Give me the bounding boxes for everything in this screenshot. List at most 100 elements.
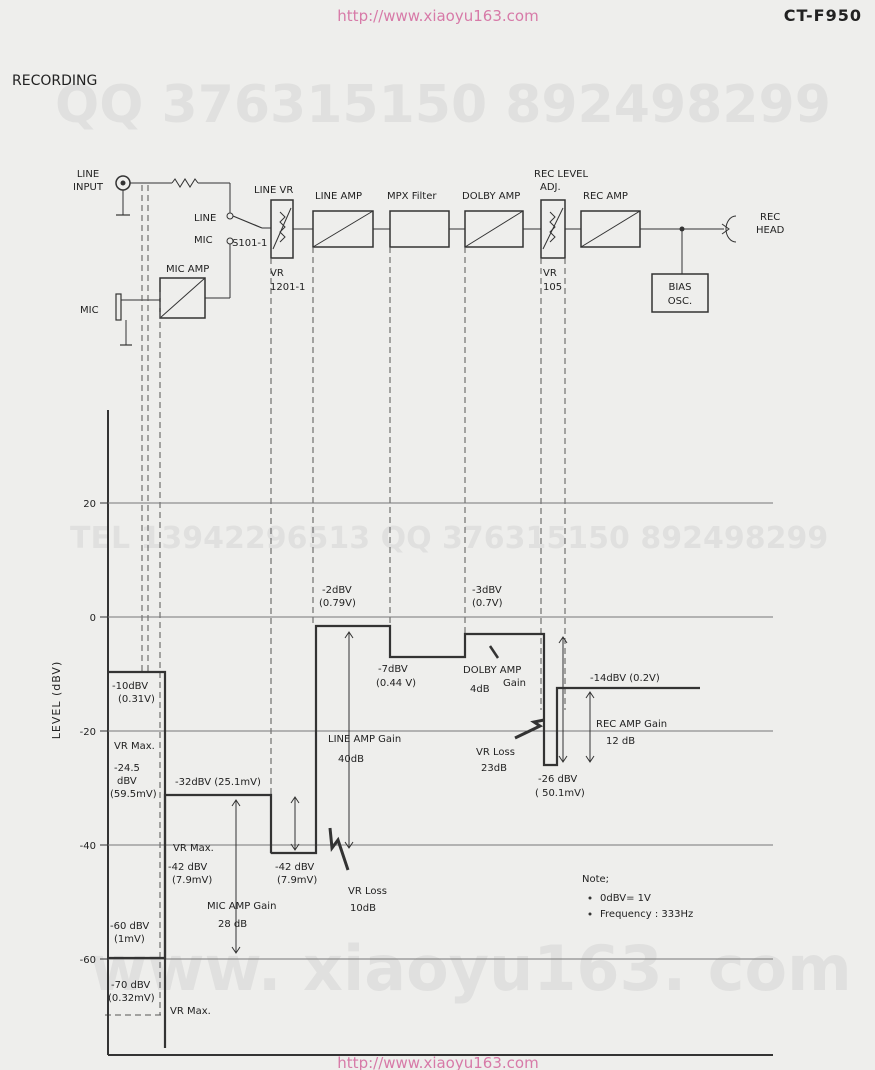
ann-3dbv: -3dBV: [472, 585, 502, 596]
ann-7dbv-volts: (0.44 V): [376, 678, 416, 689]
ann-26dbv: -26 dBV: [538, 774, 577, 785]
y-tick-label: 0: [90, 613, 96, 624]
switch-id-label: S101-1: [232, 238, 267, 249]
y-tick-label: -60: [80, 955, 96, 966]
mic-amp-label: MIC AMP: [166, 264, 209, 275]
y-tick-label: -20: [80, 727, 96, 738]
ann-60dbv: -60 dBV: [110, 921, 149, 932]
ann-line-input-volts: (0.31V): [118, 694, 155, 705]
ann-line-amp-gain: LINE AMP Gain: [328, 734, 401, 745]
ann-dolby-gain-db: 4dB: [470, 684, 490, 695]
ann-dolby-gain-2: Gain: [503, 678, 526, 689]
ann-vr-loss-2-db: 23dB: [481, 763, 507, 774]
ann-32dbv: -32dBV (25.1mV): [175, 777, 261, 788]
ann-24-5-dbv: dBV: [117, 776, 137, 787]
model-name: CT-F950: [784, 6, 862, 25]
rec-amp-label: REC AMP: [583, 191, 628, 202]
y-axis-label: LEVEL (dBV): [50, 661, 63, 739]
ann-24-5: -24.5: [114, 763, 140, 774]
bias-label: BIAS: [669, 282, 692, 293]
rec-head-label-2: HEAD: [756, 225, 785, 236]
line-input-level-trace: [271, 624, 700, 855]
ann-60dbv-mv: (1mV): [114, 934, 145, 945]
ann-vr-loss-2: VR Loss: [476, 747, 515, 758]
y-tick-label: -40: [80, 841, 96, 852]
vr1201-label: VR: [270, 268, 284, 279]
level-chart: 20 0 -20 -40 -60 LEVEL (dBV) -10dBV (0.31V): [50, 410, 773, 1056]
projection-lines: [105, 185, 566, 1016]
section-title: RECORDING: [12, 73, 97, 89]
rec-head-icon: [725, 215, 737, 243]
ann-24-5-mv: (59.5mV): [110, 789, 157, 800]
ann-vr-42dbv: -42 dBV: [275, 862, 314, 873]
ann-vr-loss-1-db: 10dB: [350, 903, 376, 914]
ann-vr-max-2: VR Max.: [173, 843, 214, 854]
watermark-tel: TEL 13942296513 QQ 376315150 892498299: [70, 521, 828, 556]
mic-jack-label: MIC: [80, 305, 99, 316]
vr105-label-2: 105: [543, 282, 562, 293]
note-title: Note;: [582, 874, 609, 885]
ann-dolby-gain: DOLBY AMP: [463, 665, 521, 676]
ann-vr-loss-1: VR Loss: [348, 886, 387, 897]
ann-mic-42dbv-mv: (7.9mV): [172, 875, 212, 886]
ann-7dbv: -7dBV: [378, 664, 408, 675]
vr105-label: VR: [543, 268, 557, 279]
ann-2dbv-volts: (0.79V): [319, 598, 356, 609]
switch-line-label: LINE: [194, 213, 216, 224]
ann-line-amp-gain-db: 40dB: [338, 754, 364, 765]
variable-resistor-icon: [279, 211, 286, 243]
ann-26dbv-mv: ( 50.1mV): [535, 788, 585, 799]
note-item-0dbv: 0dBV= 1V: [600, 893, 651, 904]
line-vr-label: LINE VR: [254, 185, 293, 196]
rec-level-label: REC LEVEL: [534, 169, 588, 180]
note-item-frequency: Frequency : 333Hz: [600, 909, 693, 920]
resistor-icon: [171, 178, 199, 188]
ann-70dbv: -70 dBV: [111, 980, 150, 991]
ann-rec-amp-gain: REC AMP Gain: [596, 719, 667, 730]
jack-center-icon: [120, 180, 126, 186]
switch-contact-line: [226, 212, 234, 220]
ann-vr-max-3: VR Max.: [170, 1006, 211, 1017]
vr-loss-arrow-icon: [328, 827, 350, 871]
ann-line-input-level: -10dBV: [112, 681, 148, 692]
block-diagram: LINE INPUT LINE MIC S101-1 MIC MIC AMP L…: [73, 169, 785, 346]
dolby-gain-arrow-icon: [488, 645, 500, 659]
header-url[interactable]: http://www.xiaoyu163.com: [337, 7, 538, 25]
watermark-qq: QQ 376315150 892498299: [55, 75, 831, 135]
mic-jack-icon: [115, 293, 122, 321]
line-input-label: LINE: [77, 169, 99, 180]
vr1201-label-2: 1201-1: [270, 282, 305, 293]
line-level-trace: [108, 670, 167, 1048]
bias-osc-block: [651, 273, 709, 313]
rec-level-adj-label: ADJ.: [540, 182, 561, 193]
ann-mic-amp-gain: MIC AMP Gain: [207, 901, 276, 912]
dolby-amp-label: DOLBY AMP: [462, 191, 520, 202]
note-box: Note; 0dBV= 1V Frequency : 333Hz: [582, 874, 693, 920]
line-input-label-2: INPUT: [73, 182, 104, 193]
ann-mic-42dbv: -42 dBV: [168, 862, 207, 873]
footer-url[interactable]: http://www.xiaoyu163.com: [337, 1054, 538, 1070]
switch-blade-icon: [232, 215, 263, 229]
ann-70dbv-mv: (0.32mV): [108, 993, 155, 1004]
ann-vr-max-1: VR Max.: [114, 741, 155, 752]
vr-loss-arrow-icon-2: [514, 718, 545, 740]
osc-label: OSC.: [668, 296, 692, 307]
y-tick-labels: 20 0 -20 -40 -60: [80, 499, 96, 966]
gain-arrows: [231, 631, 595, 954]
ann-2dbv: -2dBV: [322, 585, 352, 596]
mpx-filter-label: MPX Filter: [387, 191, 437, 202]
y-tick-label: 20: [83, 499, 96, 510]
ann-mic-amp-gain-db: 28 dB: [218, 919, 247, 930]
line-amp-label: LINE AMP: [315, 191, 362, 202]
ann-14dbv: -14dBV (0.2V): [590, 673, 660, 684]
variable-resistor-icon-2: [549, 211, 556, 243]
rec-head-label: REC: [760, 212, 780, 223]
ann-vr-42dbv-mv: (7.9mV): [277, 875, 317, 886]
chart-annotations: -10dBV (0.31V) VR Max. -24.5 dBV (59.5mV…: [108, 585, 667, 1017]
mpx-filter-block: [389, 210, 450, 248]
ann-rec-amp-gain-db: 12 dB: [606, 736, 635, 747]
ann-3dbv-volts: (0.7V): [472, 598, 503, 609]
switch-mic-label: MIC: [194, 235, 213, 246]
watermark-site: www. xiaoyu163. com: [90, 932, 852, 1005]
